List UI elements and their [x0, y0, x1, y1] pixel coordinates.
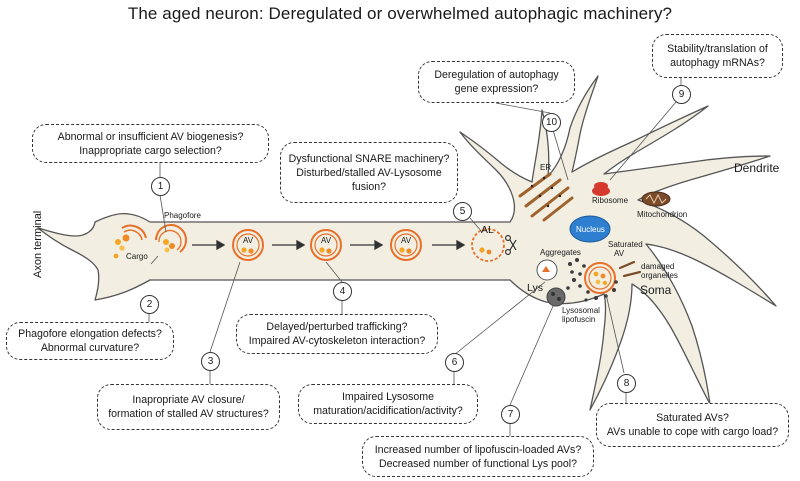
dendrite-label: Dendrite: [734, 161, 780, 175]
av-2: [310, 229, 342, 261]
question-9-line-2: autophagy mRNAs?: [670, 57, 765, 69]
damaged-organelles-label-line-2: organelles: [641, 271, 678, 280]
nucleus: [569, 215, 611, 243]
question-5-line-1: Dysfunctional SNARE machinery?: [288, 152, 450, 165]
damaged-organelles-label-line-1: damaged: [641, 262, 675, 271]
question-3-line-2: formation of stalled AV structures?: [108, 408, 269, 420]
question-box-9: Stability/translation of autophagy mRNAs…: [652, 34, 783, 78]
mitochondrion: [641, 191, 671, 207]
question-10-line-2: gene expression?: [454, 83, 539, 95]
cargo-group: [113, 234, 130, 259]
question-box-5: Dysfunctional SNARE machinery? Disturbed…: [280, 142, 458, 203]
question-4-line-2: Impaired AV-cytoskeleton interaction?: [248, 335, 426, 347]
question-4-line-1: Delayed/perturbed trafficking?: [266, 321, 408, 333]
phagofore-elongating: [155, 224, 187, 253]
lipofuscin-label-line-2: lipofuscin: [562, 315, 596, 324]
av-label-2: AV: [320, 236, 332, 245]
question-8-line-2: AVs unable to cope with cargo load?: [606, 426, 779, 438]
saturated-av-label-line-2: AV: [614, 249, 625, 258]
step-number-4: 4: [333, 282, 352, 301]
nucleus-label: Nucleus: [576, 225, 605, 234]
step-number-8: 8: [617, 374, 636, 393]
aggregates: [566, 258, 618, 302]
question-7-line-1: Increased number of lipofuscin-loaded AV…: [374, 443, 582, 456]
question-7-line-2: Decreased number of functional Lys pool?: [378, 457, 578, 470]
question-box-2: Phagofore elongation defects? Abnormal c…: [6, 322, 174, 360]
scissors-icon: [505, 235, 517, 255]
question-1-line-1: Abnormal or insufficient AV biogenesis?: [57, 130, 244, 143]
av-3: [390, 229, 422, 261]
question-9-line-1: Stability/translation of: [667, 43, 768, 55]
question-box-1: Abnormal or insufficient AV biogenesis? …: [32, 124, 269, 163]
question-6-line-2: maturation/acidification/activity?: [313, 405, 463, 417]
question-3-line-1: Inapropriate AV closure/: [132, 394, 245, 406]
saturated-av: [584, 262, 616, 294]
question-5-line-3: fusion?: [351, 180, 387, 193]
question-box-4: Delayed/perturbed trafficking? Impaired …: [236, 314, 438, 354]
question-box-7: Increased number of lipofuscin-loaded AV…: [362, 436, 594, 477]
question-10-line-1: Deregulation of autophagy: [434, 69, 559, 81]
step-number-7: 7: [501, 405, 520, 424]
question-box-10: Deregulation of autophagy gene expressio…: [418, 61, 575, 103]
cargo-label: Cargo: [126, 252, 148, 261]
lipofuscin: [546, 287, 566, 307]
axon-terminal-label: Axon terminal: [32, 210, 44, 278]
ribosome: [592, 182, 610, 196]
question-1-line-2: Inappropriate cargo selection?: [79, 144, 222, 157]
step-number-6: 6: [445, 353, 464, 372]
question-8-line-1: Saturated AVs?: [656, 412, 729, 424]
step-number-1: 1: [151, 177, 170, 196]
connector-lines: [148, 78, 682, 436]
question-box-8: Saturated AVs? AVs unable to cope with c…: [596, 403, 789, 447]
lysosome: [536, 259, 558, 281]
question-box-3: Inapropriate AV closure/ formation of st…: [97, 384, 280, 430]
av-label-1: AV: [242, 236, 254, 245]
saturated-av-label-line-1: Saturated: [608, 240, 643, 249]
question-box-6: Impaired Lysosome maturation/acidificati…: [298, 384, 478, 424]
step-number-5: 5: [453, 202, 472, 221]
question-2-line-2: Abnormal curvature?: [40, 342, 140, 354]
phagofore-early: [121, 224, 147, 239]
question-6-line-1: Impaired Lysosome: [341, 391, 435, 403]
av-1: [232, 229, 264, 261]
step-number-9: 9: [672, 85, 691, 104]
neuron-outline: [37, 75, 777, 411]
av-label-3: AV: [400, 236, 412, 245]
question-2-line-1: Phagofore elongation defects?: [18, 328, 162, 340]
phagofore-label: Phagofore: [164, 211, 201, 220]
step-number-3: 3: [201, 352, 220, 371]
aggregates-label: Aggregates: [540, 248, 581, 257]
page-title: The aged neuron: Deregulated or overwhel…: [127, 4, 673, 23]
lys-label: Lys: [527, 282, 543, 294]
question-5-line-2: Disturbed/stalled AV-Lysosome: [296, 166, 442, 179]
step-number-10: 10: [542, 113, 561, 132]
step-number-2: 2: [140, 295, 159, 314]
al-label: AL: [481, 224, 494, 236]
mitochondrion-label: Mitochondrion: [637, 210, 688, 219]
damaged-organelles: [618, 260, 642, 278]
autolysosome: [471, 228, 505, 262]
ribosome-label: Ribosome: [592, 196, 629, 205]
soma-label: Soma: [640, 283, 672, 297]
lipofuscin-label-line-1: Lysosomal: [562, 306, 600, 315]
er-label: ER: [540, 163, 552, 172]
